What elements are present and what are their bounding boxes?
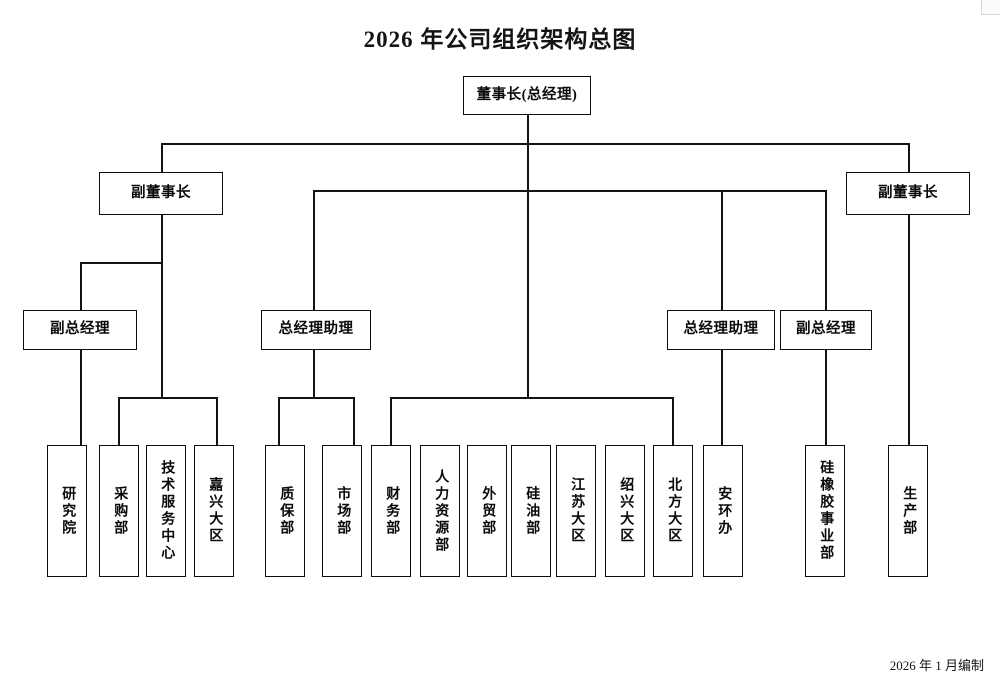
connector-chairman-spine-lower — [527, 190, 529, 398]
connector-chairman-stem — [527, 115, 529, 144]
connector-dept-purchasing-drop — [118, 397, 120, 445]
node-dept-shaoxing-region[interactable]: 绍兴大区 — [605, 445, 645, 577]
connector-vicechair-left-to-deputy — [80, 262, 163, 264]
node-dept-jiaxing-region[interactable]: 嘉兴大区 — [194, 445, 234, 577]
connector-to-vice-chairman-left — [161, 143, 163, 172]
node-dept-silicone-oil[interactable]: 硅油部 — [511, 445, 551, 577]
connector-dept-finance-drop — [390, 397, 392, 445]
connector-vicechair-left-dept-bus — [118, 397, 217, 399]
connector-assistant-left-bus — [278, 397, 354, 399]
node-chairman[interactable]: 董事长(总经理) — [463, 76, 591, 115]
connector-deputy-gm-right-to-rubber — [825, 350, 827, 445]
connector-to-deputy-gm-left — [80, 262, 82, 310]
connector-dept-qa-drop — [278, 397, 280, 445]
connector-assistant-right-to-safety — [721, 350, 723, 445]
node-dept-finance[interactable]: 财务部 — [371, 445, 411, 577]
connector-chairman-center-spine — [527, 143, 529, 191]
connector-dept-north-region-drop — [672, 397, 674, 445]
node-deputy-gm-left[interactable]: 副总经理 — [23, 310, 137, 350]
connector-to-assistant-left — [313, 190, 315, 310]
connector-vicechair-left-stem — [161, 215, 163, 398]
connector-dept-market-drop — [353, 397, 355, 445]
node-dept-marketing[interactable]: 市场部 — [322, 445, 362, 577]
connector-to-vice-chairman-right — [908, 143, 910, 172]
node-dept-north-region[interactable]: 北方大区 — [653, 445, 693, 577]
node-dept-human-resources[interactable]: 人力资源部 — [420, 445, 460, 577]
node-dept-foreign-trade[interactable]: 外贸部 — [467, 445, 507, 577]
connector-level3-bus — [313, 190, 826, 192]
node-dept-quality-assurance[interactable]: 质保部 — [265, 445, 305, 577]
connector-dept-jiaxing-drop — [216, 397, 218, 445]
connector-to-deputy-gm-right — [825, 190, 827, 310]
node-vice-chairman-right[interactable]: 副董事长 — [846, 172, 970, 215]
node-dept-safety-environment-office[interactable]: 安环办 — [703, 445, 743, 577]
node-gm-assistant-left[interactable]: 总经理助理 — [261, 310, 371, 350]
node-dept-silicone-rubber-division[interactable]: 硅橡胶事业部 — [805, 445, 845, 577]
node-dept-production[interactable]: 生产部 — [888, 445, 928, 577]
scrollbar-artifact[interactable] — [981, 0, 1000, 15]
node-dept-research-institute[interactable]: 研究院 — [47, 445, 87, 577]
connector-vicechair-right-to-production — [908, 215, 910, 445]
node-dept-technical-service-center[interactable]: 技术服务中心 — [146, 445, 186, 577]
footer-compile-date: 2026 年 1 月编制 — [889, 658, 984, 673]
node-deputy-gm-right[interactable]: 副总经理 — [780, 310, 872, 350]
connector-center-dept-bus — [390, 397, 673, 399]
node-dept-jiangsu-region[interactable]: 江苏大区 — [556, 445, 596, 577]
node-dept-purchasing[interactable]: 采购部 — [99, 445, 139, 577]
connector-deputy-gm-left-to-research — [80, 350, 82, 445]
connector-assistant-left-stem — [313, 350, 315, 398]
connector-level2-bus — [161, 143, 909, 145]
node-vice-chairman-left[interactable]: 副董事长 — [99, 172, 223, 215]
page-title: 2026 年公司组织架构总图 — [363, 27, 637, 52]
node-gm-assistant-right[interactable]: 总经理助理 — [667, 310, 775, 350]
connector-to-assistant-right — [721, 190, 723, 310]
